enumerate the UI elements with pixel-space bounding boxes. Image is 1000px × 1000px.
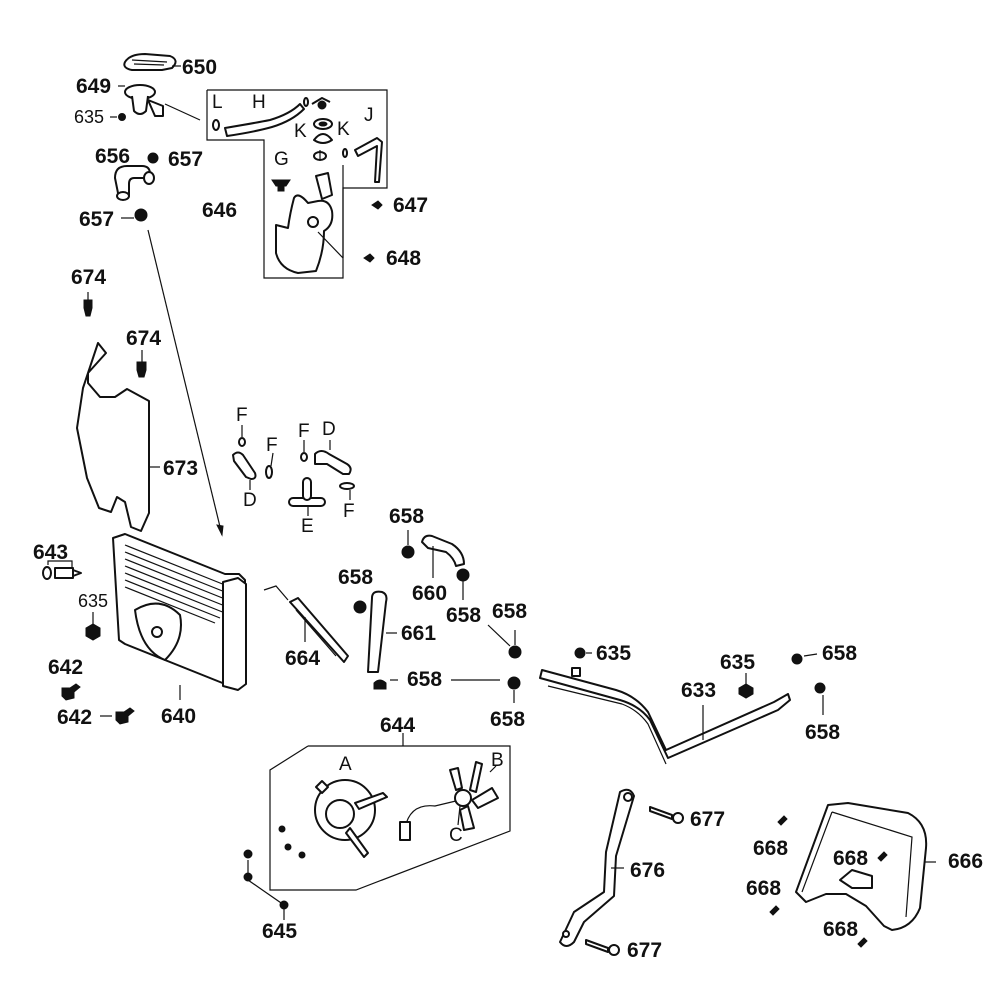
label-645: 645 — [262, 920, 298, 943]
part-657-clamp-upper — [147, 152, 159, 164]
letter-F: F — [266, 435, 278, 456]
label-673: 673 — [163, 457, 199, 480]
label-647: 647 — [393, 194, 429, 217]
label-635: 635 — [78, 591, 109, 611]
leader-arrow — [147, 229, 223, 536]
label-674: 674 — [126, 327, 162, 350]
label-657: 657 — [79, 208, 115, 231]
label-668: 668 — [833, 847, 869, 870]
part-674-bolt-lower — [136, 350, 147, 378]
part-656-hose — [114, 165, 155, 201]
label-635: 635 — [720, 651, 756, 674]
part-648-clip — [363, 253, 375, 263]
label-642: 642 — [57, 706, 93, 729]
label-660: 660 — [412, 582, 448, 605]
part-E-tee — [288, 477, 326, 516]
label-649: 649 — [76, 75, 112, 98]
label-668: 668 — [753, 837, 789, 860]
part-660-hose — [421, 534, 465, 578]
part-666-cover — [795, 802, 936, 931]
label-643: 643 — [33, 541, 69, 564]
part-657-clamp-lower — [134, 208, 148, 222]
label-640: 640 — [161, 705, 197, 728]
label-666: 666 — [948, 850, 984, 873]
part-658-clamps-right — [791, 653, 826, 715]
label-657: 657 — [168, 148, 204, 171]
label-677: 677 — [627, 939, 663, 962]
part-D-hose-right — [314, 440, 352, 475]
part-642-bolt-lower — [100, 707, 135, 725]
letter-F: F — [343, 501, 355, 522]
label-635: 635 — [596, 642, 632, 665]
label-658: 658 — [490, 708, 526, 731]
part-D-hose-left — [232, 451, 257, 490]
part-650-cover — [123, 53, 181, 71]
letter-B: B — [491, 750, 504, 771]
label-656: 656 — [95, 145, 131, 168]
part-664-bracket — [263, 585, 349, 663]
part-635-nuts-pipe — [574, 647, 754, 699]
label-668: 668 — [746, 877, 782, 900]
part-J-hose — [342, 137, 383, 183]
letter-G: G — [274, 149, 289, 170]
part-640-radiator — [112, 533, 247, 700]
reservoir-kit-outline — [206, 89, 388, 279]
part-F-clips — [238, 425, 355, 500]
label-677: 677 — [690, 808, 726, 831]
letter-E: E — [301, 516, 314, 537]
label-664: 664 — [285, 647, 321, 670]
letter-C: C — [449, 825, 463, 846]
label-633: 633 — [681, 679, 717, 702]
label-676: 676 — [630, 859, 666, 882]
label-648: 648 — [386, 247, 422, 270]
label-668: 668 — [823, 918, 859, 941]
letter-F: F — [236, 405, 248, 426]
label-661: 661 — [401, 622, 437, 645]
label-635: 635 — [74, 107, 105, 127]
part-647-clip — [371, 200, 383, 210]
part-658-clamps — [353, 530, 522, 703]
part-674-bolt-upper — [83, 292, 93, 317]
part-reservoir-cap — [311, 97, 333, 161]
part-646-reservoir-tank — [275, 165, 344, 274]
part-673-bracket — [76, 342, 160, 532]
part-649-filler-neck — [118, 84, 201, 121]
letter-A: A — [339, 754, 352, 775]
letter-H: H — [252, 92, 266, 113]
part-642-bolt-upper — [61, 683, 81, 701]
letter-K: K — [337, 119, 350, 140]
label-658: 658 — [407, 668, 443, 691]
part-677-bolts — [585, 806, 684, 956]
part-635-nut-radiator — [85, 612, 101, 641]
part-668-screws — [769, 815, 888, 948]
part-G-grommet — [271, 179, 291, 192]
part-661-hose — [367, 590, 397, 673]
label-674: 674 — [71, 266, 107, 289]
label-658: 658 — [822, 642, 858, 665]
label-644: 644 — [380, 714, 416, 737]
part-H-hose — [212, 97, 309, 137]
label-658: 658 — [805, 721, 841, 744]
part-635-nut — [118, 113, 126, 121]
letter-L: L — [212, 92, 223, 113]
label-658: 658 — [492, 600, 528, 623]
letter-D: D — [243, 490, 257, 511]
letter-J: J — [364, 105, 374, 126]
letter-D: D — [322, 419, 336, 440]
part-633-pipe — [539, 667, 791, 765]
letter-F: F — [298, 421, 310, 442]
part-644-fan-kit — [269, 733, 511, 891]
label-642: 642 — [48, 656, 84, 679]
letter-K: K — [294, 121, 307, 142]
label-650: 650 — [182, 56, 218, 79]
part-645-screws — [243, 849, 289, 920]
label-658: 658 — [338, 566, 374, 589]
part-643-sensor — [42, 560, 82, 580]
label-646: 646 — [202, 199, 238, 222]
part-676-stay — [559, 788, 635, 947]
label-658: 658 — [446, 604, 482, 627]
label-658: 658 — [389, 505, 425, 528]
